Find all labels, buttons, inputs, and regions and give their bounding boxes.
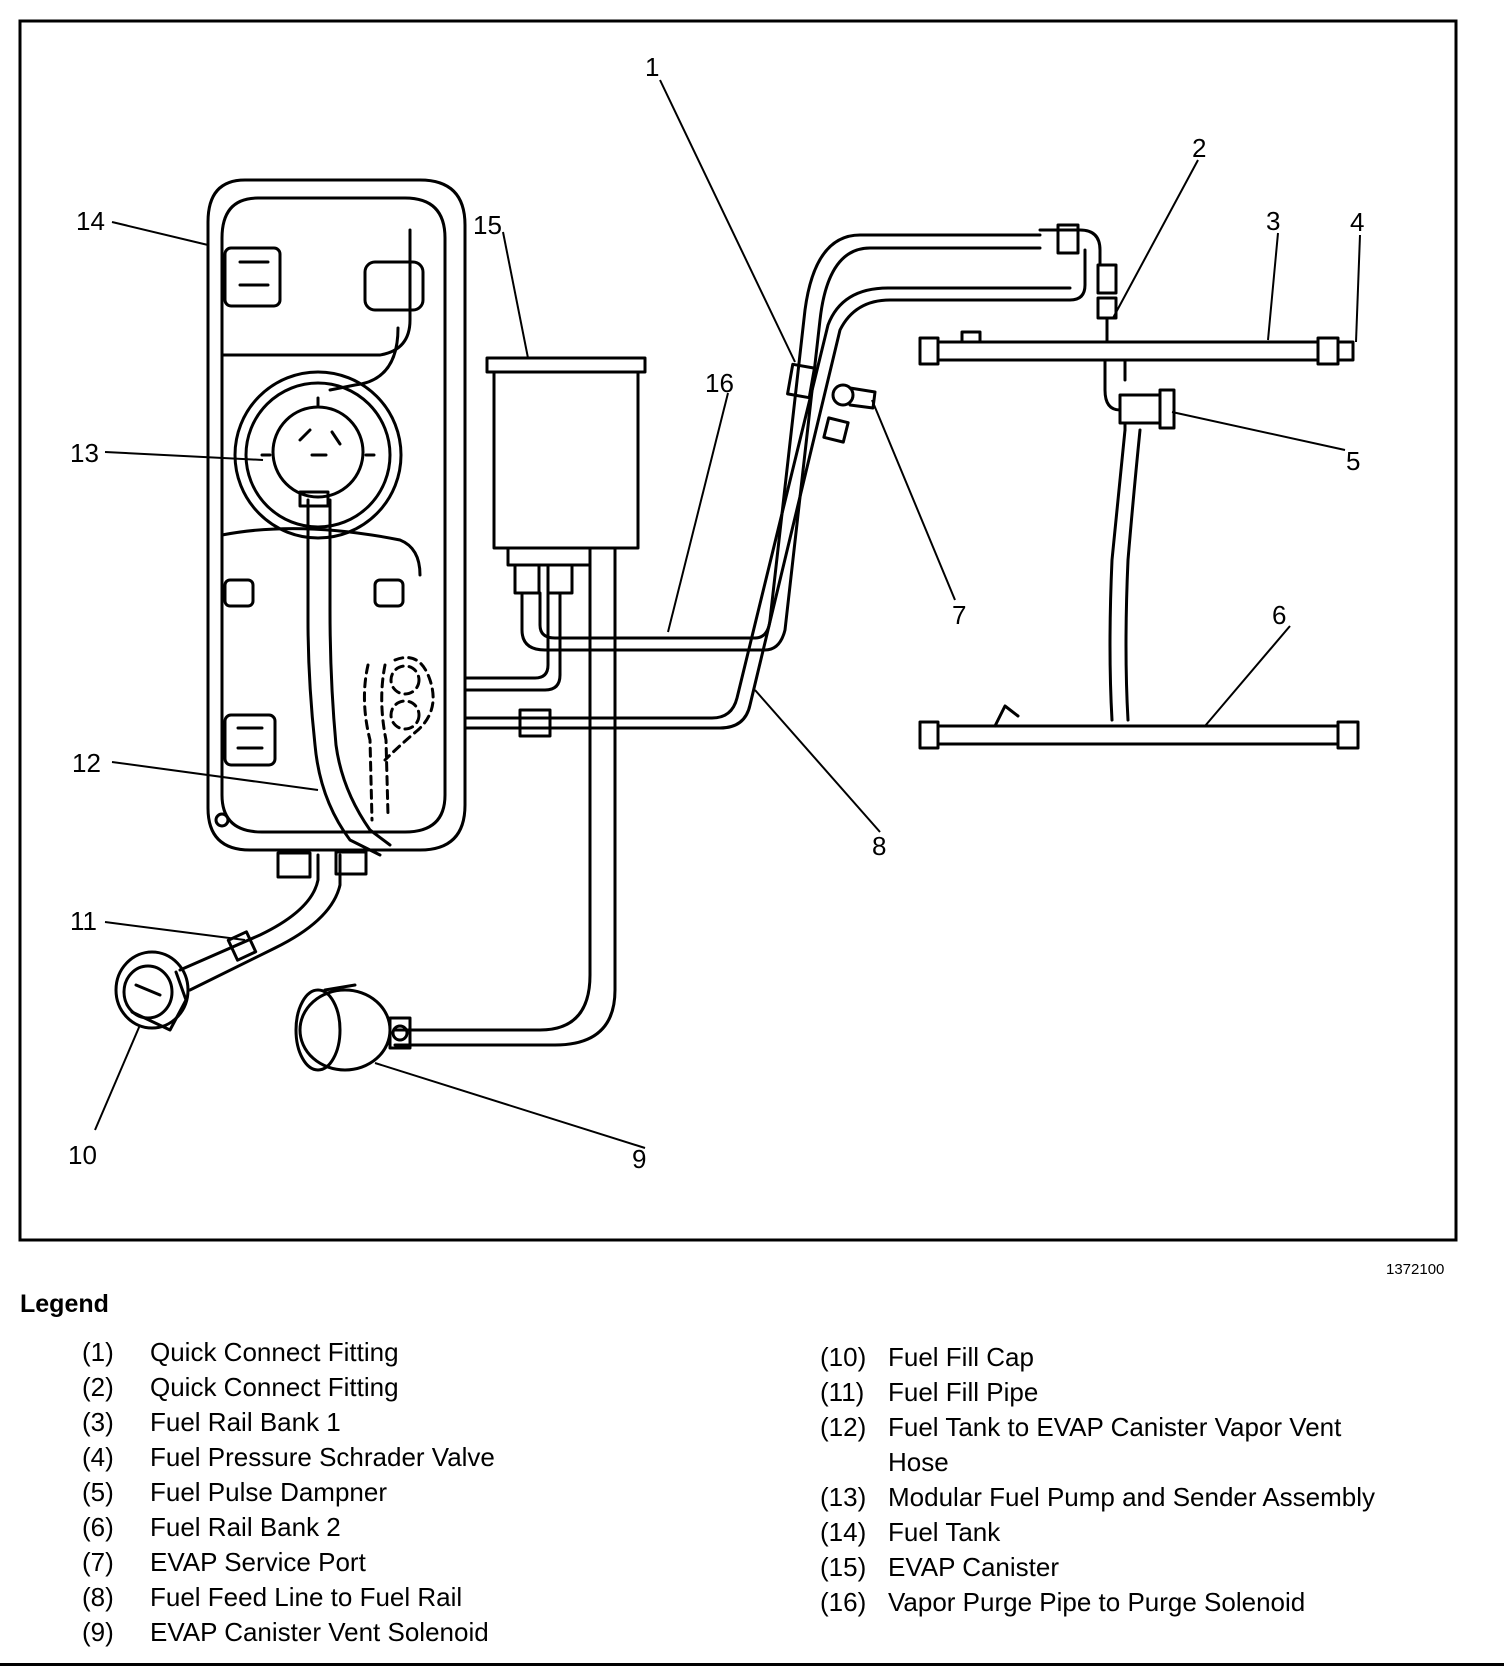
legend-number: (7): [82, 1547, 114, 1577]
legend-item: (13) Modular Fuel Pump and Sender Assembl…: [820, 1480, 1490, 1515]
callout-14: 14: [76, 206, 105, 236]
legend-label: Modular Fuel Pump and Sender Assembly: [888, 1482, 1376, 1512]
legend-item: (8) Fuel Feed Line to Fuel Rail: [82, 1580, 782, 1615]
vent-solenoid-line: [393, 546, 617, 1047]
legend-item: (14) Fuel Tank: [820, 1515, 1490, 1550]
fuel-rail-bank-2: [918, 428, 1360, 750]
vapor-purge-pipe: [520, 233, 1042, 652]
callout-16: 16: [705, 368, 734, 398]
legend-item: (9) EVAP Canister Vent Solenoid: [82, 1615, 782, 1650]
legend-number: (8): [82, 1582, 114, 1612]
leader-lines: [94, 79, 1361, 1149]
legend-label: Vapor Purge Pipe to Purge Solenoid: [888, 1587, 1306, 1617]
legend-label: EVAP Service Port: [150, 1547, 366, 1577]
legend-label: Fuel Pulse Dampner: [150, 1477, 387, 1507]
legend-label: EVAP Canister: [888, 1552, 1060, 1582]
legend-number: (11): [820, 1377, 865, 1407]
legend-number: (14): [820, 1517, 867, 1547]
figure-id: 1372100: [1386, 1261, 1445, 1278]
legend-number: (9): [82, 1617, 114, 1647]
callouts: 1 2 3 4 5 6 7 8 9 10 11 12 13 14 15 16: [68, 52, 1364, 1174]
legend-item: (11) Fuel Fill Pipe: [820, 1375, 1490, 1410]
legend-number: (6): [82, 1512, 114, 1542]
legend-number: (12): [820, 1412, 867, 1442]
legend-item: (3) Fuel Rail Bank 1: [82, 1405, 782, 1440]
legend-label: Quick Connect Fitting: [150, 1372, 399, 1402]
legend-column-right: (10) Fuel Fill Cap (11) Fuel Fill Pipe (12…: [820, 1340, 1490, 1620]
callout-7: 7: [952, 600, 966, 630]
legend-label: Fuel Rail Bank 2: [150, 1512, 341, 1542]
callout-9: 9: [632, 1144, 646, 1174]
legend-item: (7) EVAP Service Port: [82, 1545, 782, 1580]
legend-label: Fuel Rail Bank 1: [150, 1407, 341, 1437]
fuel-system-diagram: 1 2 3 4 5 6 7 8 9 10 11 12 13 14 15 16: [18, 19, 1458, 1242]
diagram-frame: [18, 19, 1458, 1242]
legend-label: Fuel Pressure Schrader Valve: [150, 1442, 495, 1472]
legend-number: (13): [820, 1482, 867, 1512]
callout-12: 12: [72, 748, 101, 778]
fuel-feed-line: [463, 248, 1087, 738]
vapor-vent-hose-hidden: [362, 656, 435, 822]
legend-number: (4): [82, 1442, 114, 1472]
fuel-pump-module: [233, 326, 403, 857]
legend-item: (1) Quick Connect Fitting: [82, 1335, 782, 1370]
evap-vent-solenoid: [294, 983, 412, 1072]
bottom-rule: [0, 1663, 1504, 1666]
legend-column-left: (1) Quick Connect Fitting (2) Quick Connec…: [82, 1335, 782, 1650]
legend-label: Fuel Feed Line to Fuel Rail: [150, 1582, 463, 1612]
legend-label: EVAP Canister Vent Solenoid: [150, 1617, 489, 1647]
legend-number: (3): [82, 1407, 114, 1437]
legend-item: (16) Vapor Purge Pipe to Purge Solenoid: [820, 1585, 1490, 1620]
legend-number: (5): [82, 1477, 114, 1507]
callout-11: 11: [70, 906, 97, 936]
legend-item: (4) Fuel Pressure Schrader Valve: [82, 1440, 782, 1475]
callout-4: 4: [1350, 207, 1364, 237]
legend-label: Fuel Tank to EVAP Canister Vapor Vent Ho…: [888, 1412, 1342, 1477]
callout-6: 6: [1272, 600, 1286, 630]
callout-8: 8: [872, 831, 886, 861]
evap-canister: [485, 356, 647, 595]
legend-label: Fuel Fill Cap: [888, 1342, 1034, 1372]
callout-2: 2: [1192, 133, 1206, 163]
callout-10: 10: [68, 1140, 97, 1170]
vent-hose: [463, 591, 562, 692]
fuel-pulse-dampner: [1103, 358, 1176, 432]
callout-5: 5: [1346, 446, 1360, 476]
evap-service-port: [831, 383, 877, 410]
legend-item: (6) Fuel Rail Bank 2: [82, 1510, 782, 1545]
legend-label: Fuel Tank: [888, 1517, 1001, 1547]
legend-item: (5) Fuel Pulse Dampner: [82, 1475, 782, 1510]
legend-item: (2) Quick Connect Fitting: [82, 1370, 782, 1405]
legend-label: Fuel Fill Pipe: [888, 1377, 1039, 1407]
legend-label: Quick Connect Fitting: [150, 1337, 399, 1367]
legend-title: Legend: [20, 1290, 109, 1318]
callout-3: 3: [1266, 206, 1280, 236]
legend-number: (1): [82, 1337, 114, 1367]
callout-13: 13: [70, 438, 99, 468]
fuel-tank: [206, 178, 467, 852]
callout-15: 15: [473, 210, 502, 240]
legend-number: (10): [820, 1342, 867, 1372]
fuel-rail-bank-1: [918, 223, 1355, 366]
legend-number: (15): [820, 1552, 867, 1582]
legend-number: (16): [820, 1587, 867, 1617]
legend-number: (2): [82, 1372, 114, 1402]
legend-item: (15) EVAP Canister: [820, 1550, 1490, 1585]
fuel-fill-pipe: [178, 850, 368, 992]
fuel-fill-cap: [114, 950, 190, 1032]
legend-item: (12) Fuel Tank to EVAP Canister Vapor Ven…: [820, 1410, 1490, 1480]
legend-item: (10) Fuel Fill Cap: [820, 1340, 1490, 1375]
callout-1: 1: [645, 52, 659, 82]
